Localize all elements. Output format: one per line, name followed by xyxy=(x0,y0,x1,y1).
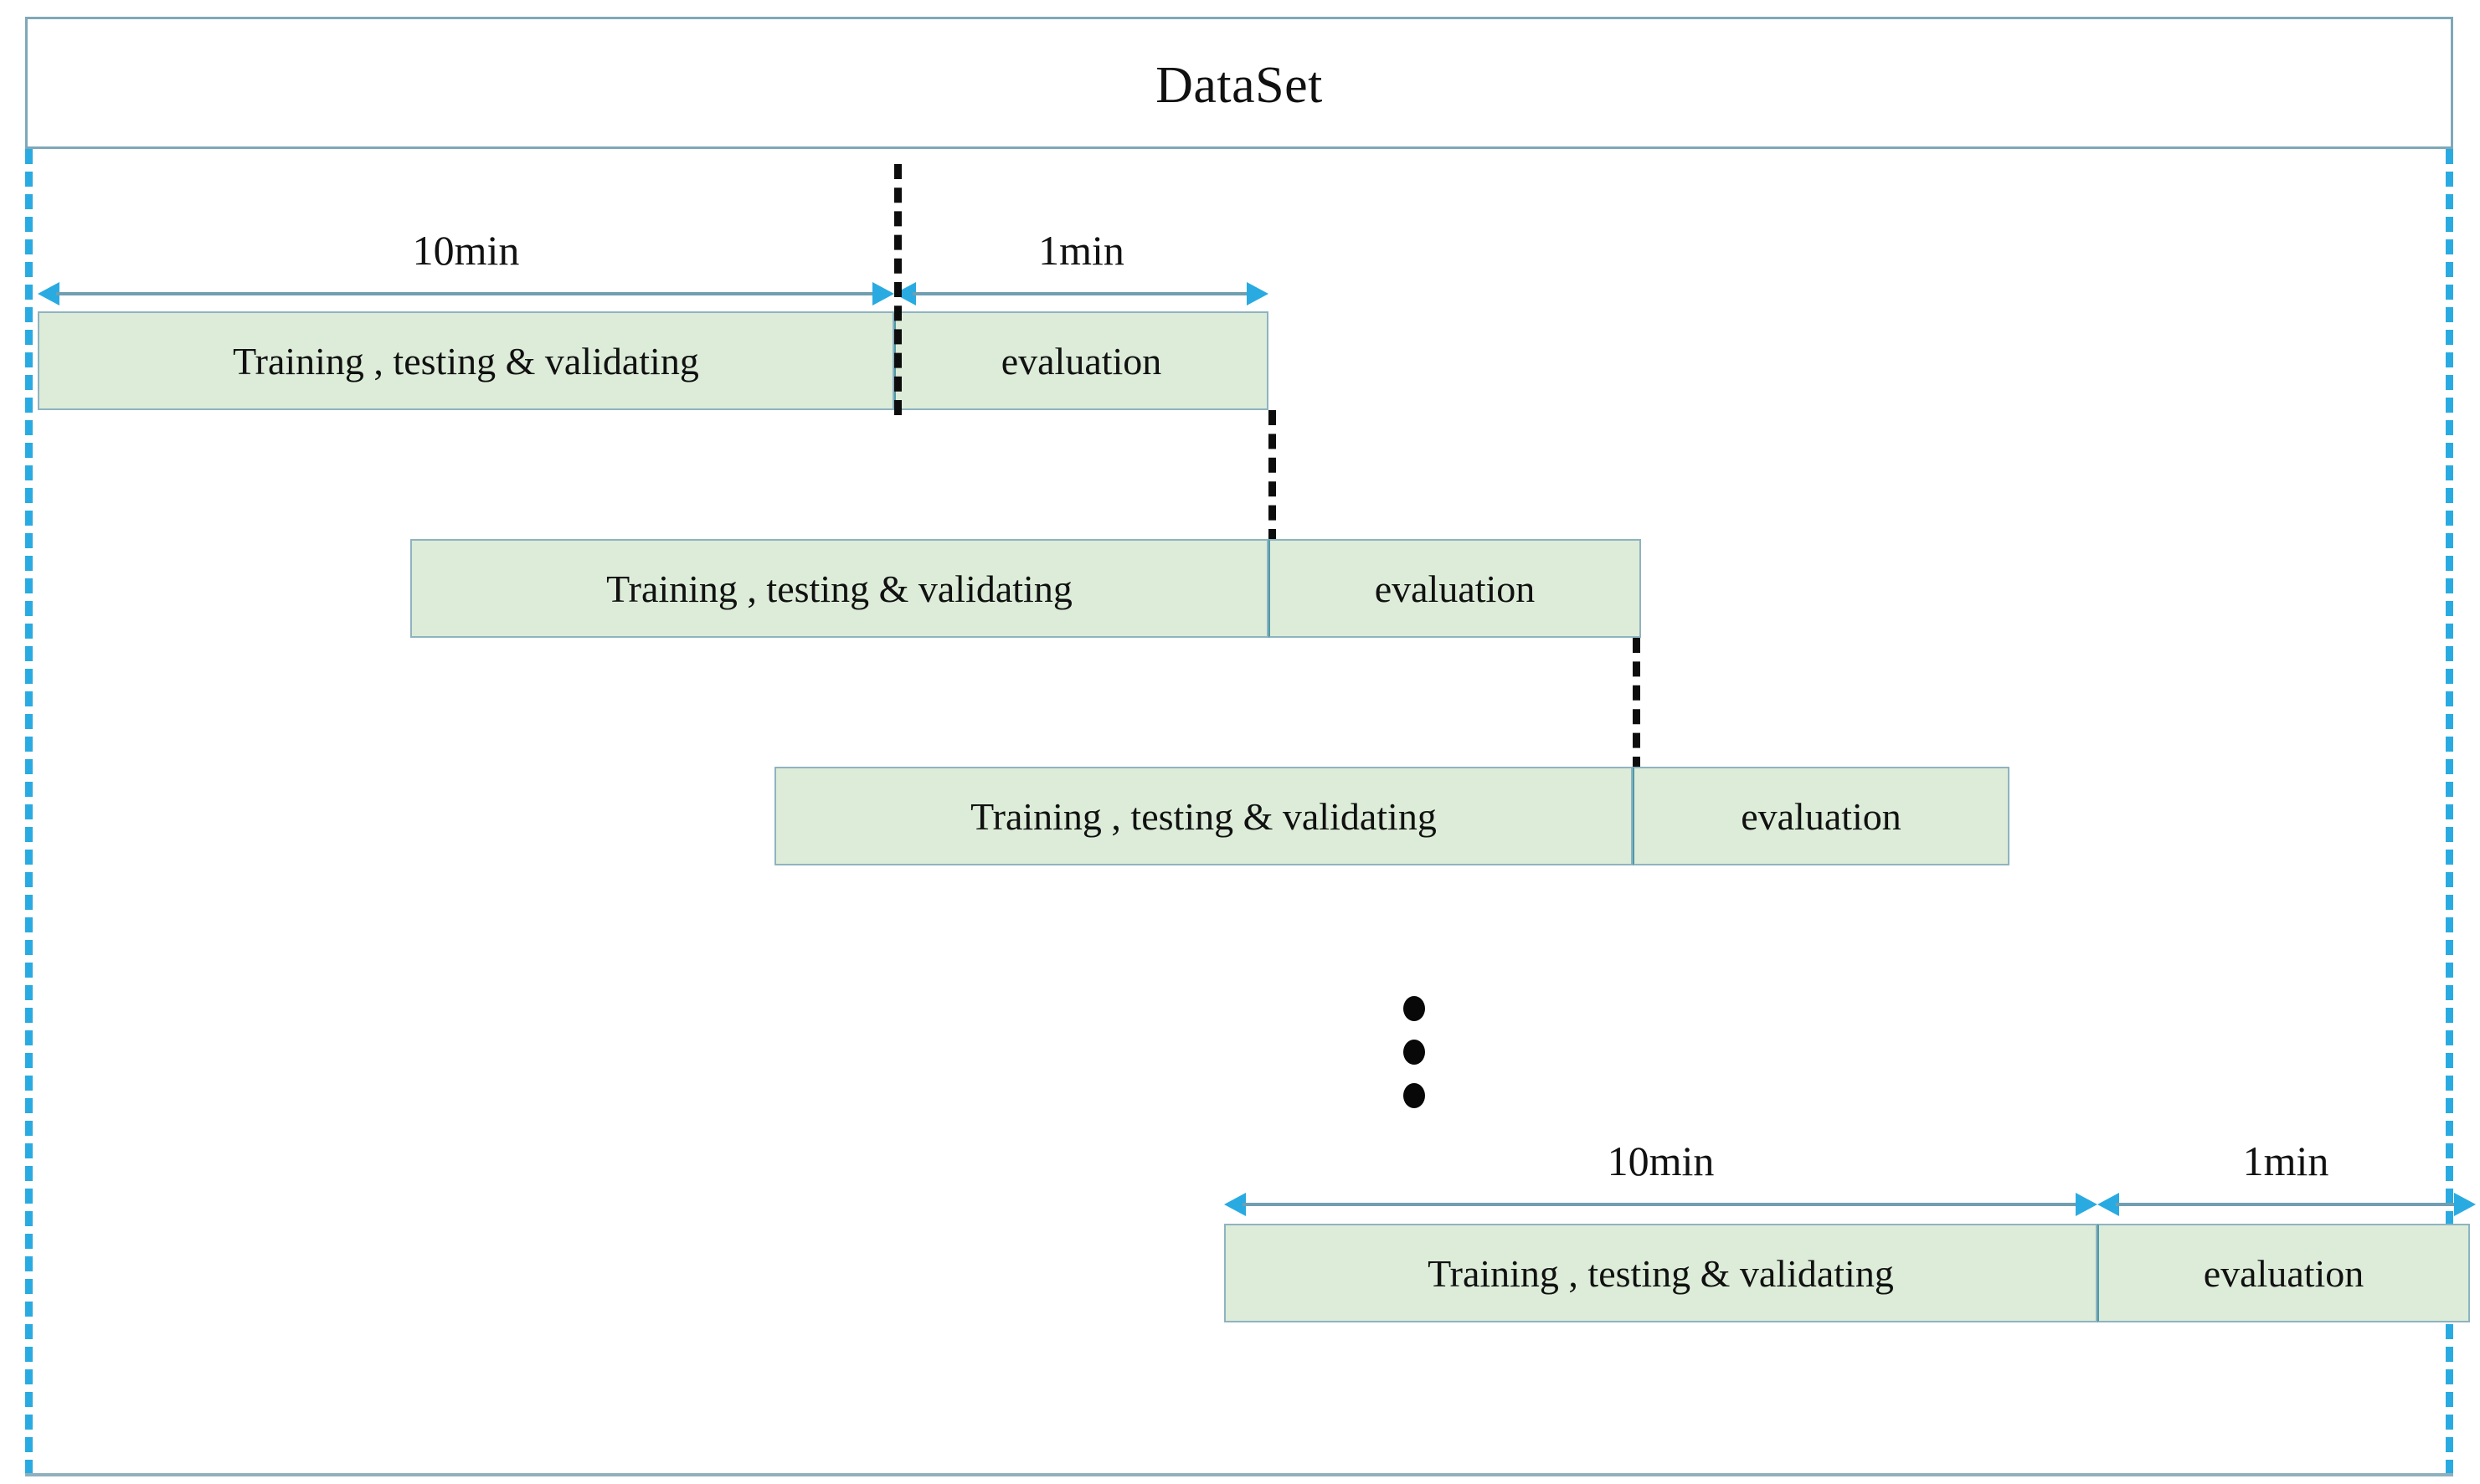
arrow-shaft xyxy=(56,292,876,295)
row-1-evaluation-segment[interactable]: evaluation xyxy=(894,311,1268,410)
row-3-evaluation-segment[interactable]: evaluation xyxy=(1633,767,2009,865)
arrow-head-right-icon xyxy=(2454,1193,2476,1216)
arrow-head-right-icon xyxy=(872,282,894,306)
arrow-head-right-icon xyxy=(1247,282,1268,306)
page-title: DataSet xyxy=(1155,56,1323,114)
row-1-split-connector xyxy=(894,164,902,415)
arrow-head-left-icon xyxy=(2097,1193,2119,1216)
row-n-training-segment[interactable]: Training , testing & validating xyxy=(1224,1224,2097,1322)
row-3-training-segment[interactable]: Training , testing & validating xyxy=(774,767,1633,865)
ellipsis-dot xyxy=(1403,1083,1425,1108)
ellipsis-dot xyxy=(1403,1040,1425,1065)
arrow-head-left-icon xyxy=(38,282,59,306)
row-1-to-row-2-connector xyxy=(1268,410,1276,544)
row-2-evaluation-segment[interactable]: evaluation xyxy=(1268,539,1641,638)
row-n-one-min-label: 1min xyxy=(2242,1137,2329,1184)
row-n-one-min-arrow xyxy=(2097,1190,2476,1219)
bottom-rule xyxy=(25,1473,2453,1476)
dataset-header-box: DataSet xyxy=(25,17,2453,149)
arrow-shaft xyxy=(1243,1203,2079,1206)
row-1-one-min-arrow xyxy=(894,280,1268,308)
row-1-one-min-label: 1min xyxy=(1038,227,1124,274)
stream-dashed-region xyxy=(25,149,2453,1475)
row-1-ten-min-label: 10min xyxy=(412,227,520,274)
vertical-ellipsis xyxy=(1403,996,1425,1108)
arrow-shaft xyxy=(2116,1203,2457,1206)
row-1-ten-min-arrow xyxy=(38,280,894,308)
row-3: Training , testing & validating evaluati… xyxy=(774,767,2009,865)
row-n: Training , testing & validating evaluati… xyxy=(1224,1224,2470,1322)
row-n-ten-min-arrow xyxy=(1224,1190,2097,1219)
row-1-training-segment[interactable]: Training , testing & validating xyxy=(38,311,894,410)
arrow-shaft xyxy=(913,292,1250,295)
row-n-evaluation-segment[interactable]: evaluation xyxy=(2097,1224,2470,1322)
ellipsis-dot xyxy=(1403,996,1425,1021)
row-2-training-segment[interactable]: Training , testing & validating xyxy=(410,539,1268,638)
row-1: Training , testing & validating evaluati… xyxy=(38,311,1268,410)
row-2: Training , testing & validating evaluati… xyxy=(410,539,1641,638)
arrow-head-left-icon xyxy=(1224,1193,1246,1216)
row-n-ten-min-label: 10min xyxy=(1607,1137,1715,1184)
arrow-head-right-icon xyxy=(2076,1193,2097,1216)
row-2-to-row-3-connector xyxy=(1633,638,1640,772)
